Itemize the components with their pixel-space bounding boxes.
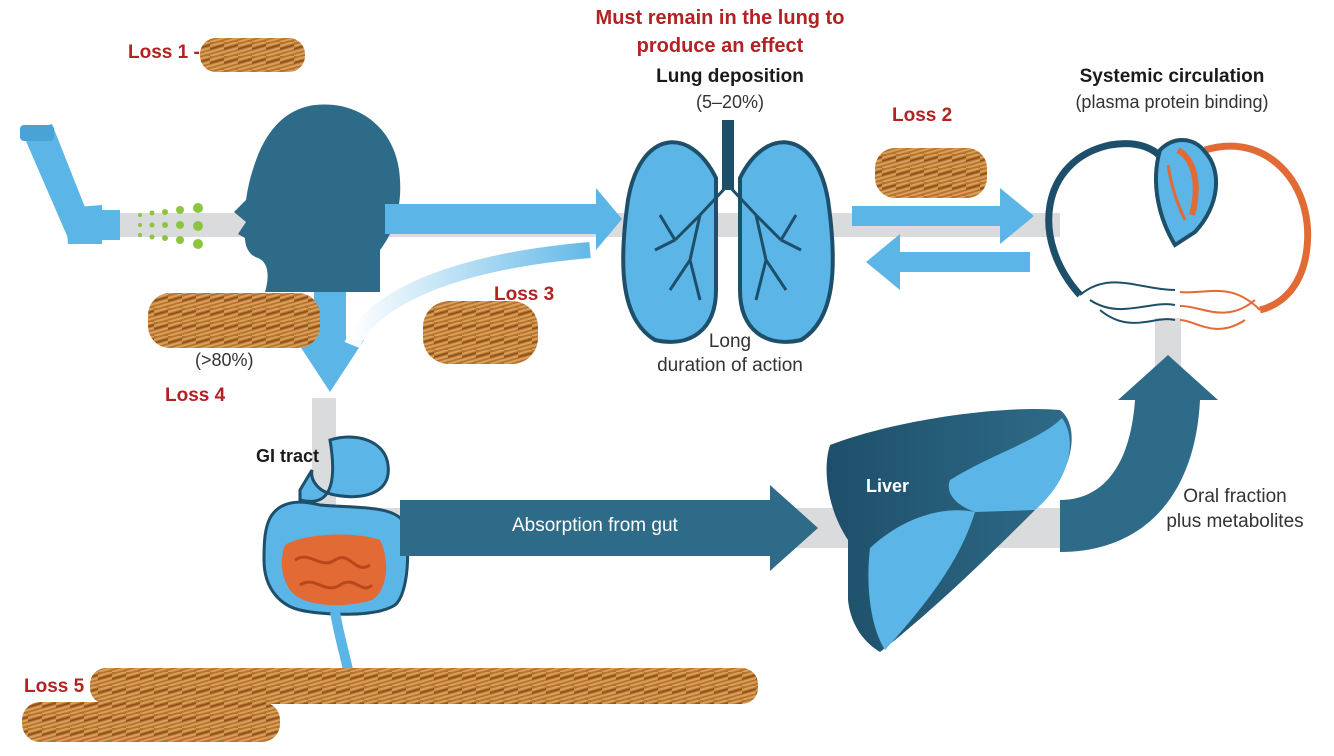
liver-icon: [826, 408, 1072, 652]
redaction-3: [423, 301, 538, 364]
lungs-icon: [621, 120, 835, 344]
stomach-icon: [298, 435, 390, 503]
systemic-title: Systemic circulation: [1079, 66, 1265, 87]
redaction-2: [875, 148, 987, 198]
from-systemic-arrow: [866, 234, 1030, 290]
to-systemic-arrow: [852, 188, 1034, 244]
systemic-subtitle: (plasma protein binding): [1075, 92, 1269, 112]
lung-duration-note: Long duration of action: [630, 330, 830, 378]
oral-fraction-line-2: plus metabolites: [1166, 511, 1304, 532]
loss-3-label: Loss 3: [494, 284, 555, 305]
spray-dots: [138, 203, 203, 249]
lung-duration-line-2: duration of action: [657, 355, 803, 376]
oral-fraction-line-1: Oral fraction: [1183, 486, 1287, 507]
redaction-1: [200, 38, 305, 72]
header-note: Must remain in the lung to produce an ef…: [560, 4, 880, 60]
lung-deposition-title: Lung deposition: [656, 66, 804, 87]
header-line-2: produce an effect: [636, 35, 804, 57]
inhale-arrow: [385, 188, 622, 250]
heart-icon: [1153, 138, 1219, 248]
loss-5-label: Loss 5: [24, 676, 85, 697]
gi-tract-title: GI tract: [256, 446, 320, 466]
redaction-marks: [22, 38, 987, 742]
redaction-5b: [22, 702, 280, 742]
redaction-4: [148, 293, 320, 348]
liver-title: Liver: [866, 476, 910, 496]
lung-deposition-percent: (5–20%): [695, 92, 765, 112]
absorption-arrow: [400, 485, 818, 571]
lung-duration-line-1: Long: [708, 331, 752, 352]
swallow-arrow: [296, 292, 364, 392]
oral-fraction-note: Oral fraction plus metabolites: [1150, 484, 1320, 534]
redaction-5a: [90, 668, 758, 704]
inhaler-icon: [20, 124, 120, 244]
circulation-icon: [1045, 140, 1312, 330]
oral-fraction-arrow: [1060, 355, 1218, 552]
head-icon: [234, 104, 401, 293]
intestine-icon: [262, 500, 410, 672]
loss3-curve: [344, 242, 591, 349]
swallowed-percent: (>80%): [195, 350, 254, 370]
absorption-label: Absorption from gut: [512, 515, 678, 536]
loss-4-label: Loss 4: [165, 385, 226, 406]
header-line-1: Must remain in the lung to: [595, 7, 845, 29]
loss-2-label: Loss 2: [892, 105, 953, 126]
loss-1-label: Loss 1 -: [128, 42, 200, 63]
